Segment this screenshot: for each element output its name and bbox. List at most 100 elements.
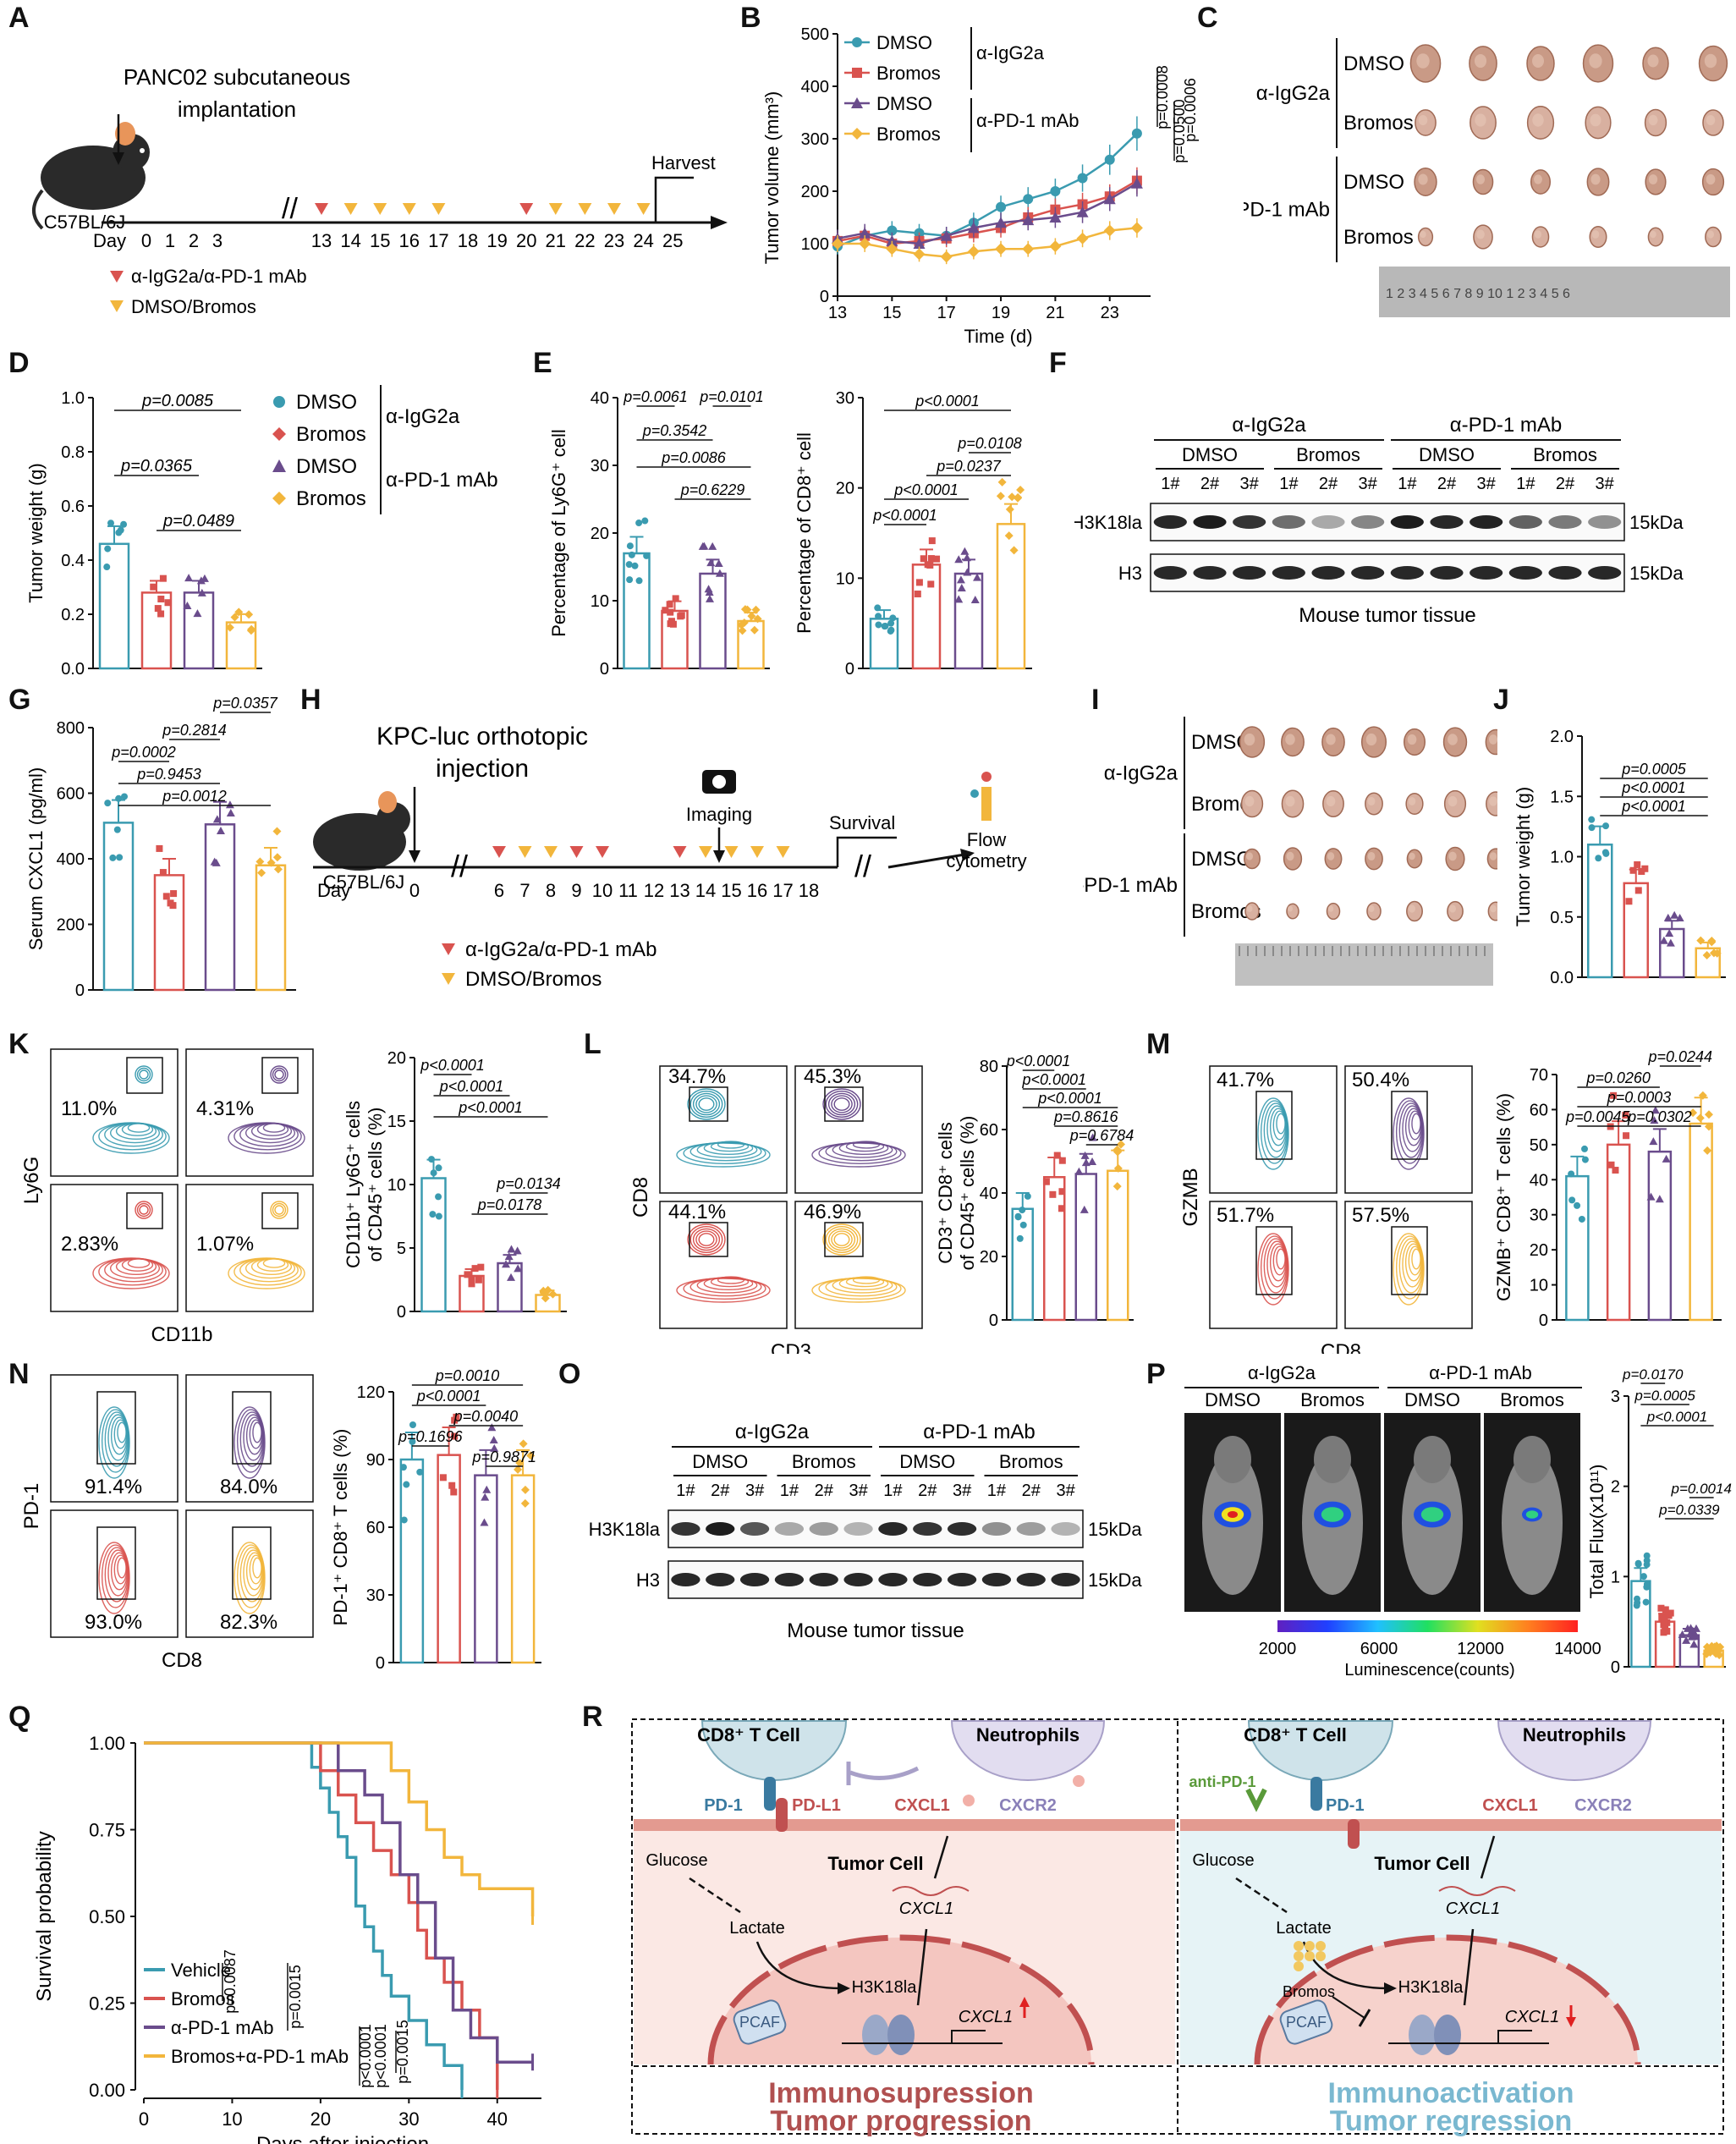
data-dot [1666, 938, 1675, 947]
y-tick-label: 20 [836, 480, 854, 498]
gate [824, 1222, 864, 1257]
left-outcome-1: Immunosupression [768, 2077, 1034, 2109]
pd1-receptor [1310, 1777, 1322, 1811]
data-dot [120, 520, 128, 528]
y-tick-label: 100 [801, 235, 829, 254]
group-label: α-PD-1 mAb [923, 1421, 1036, 1443]
legend-label: Bromos [296, 487, 366, 510]
data-dot [104, 545, 112, 552]
data-dot [914, 591, 921, 598]
p-value: p=0.0087 [222, 1949, 239, 2014]
p-value: p=0.0489 [162, 512, 234, 531]
data-dot [1634, 1560, 1642, 1568]
mouse-head [1214, 1436, 1251, 1483]
flow-contour [92, 1201, 170, 1289]
panel-label-k: K [8, 1028, 30, 1060]
mrna-wave [1438, 1886, 1516, 1896]
flow-plot-frame [50, 1184, 179, 1312]
tumor-highlight [1490, 904, 1497, 913]
group-label: α-PD-1 mAb [1083, 874, 1178, 897]
flow-icon-dot [970, 789, 979, 798]
contour-line [1404, 1108, 1423, 1146]
y-tick-label: 0 [397, 1303, 406, 1322]
contour-line [717, 1276, 745, 1284]
data-dot [750, 625, 759, 635]
data-dot [468, 1280, 475, 1288]
data-dot [1704, 1110, 1713, 1119]
data-dot [706, 558, 716, 567]
y-tick-label: 0.50 [89, 1906, 125, 1927]
data-dot [435, 1164, 442, 1172]
flow-y-axis-label: CD8 [629, 1177, 652, 1218]
blot-band [1470, 515, 1503, 529]
tumor-highlight [1244, 733, 1255, 746]
lane-label: 2# [815, 1482, 834, 1500]
lane-label: 2# [711, 1482, 730, 1500]
drug-marker [607, 203, 621, 215]
contour-line [136, 1067, 151, 1082]
blot-band [706, 1573, 735, 1586]
gate-percent: 44.1% [668, 1201, 726, 1223]
y-tick-label: 20 [591, 525, 609, 543]
treatment-marker [569, 846, 584, 858]
tumor-highlight [1326, 734, 1336, 745]
panel-a-day-tick: 18 [458, 230, 478, 251]
legend-marker [273, 396, 285, 408]
blot-band [913, 1522, 942, 1536]
cxcl1-particle [963, 1795, 975, 1806]
neutrophil-cell [950, 1720, 1106, 1781]
panel-a-day-tick: 1 [165, 230, 175, 251]
data-dot [1634, 887, 1642, 894]
data-dot [210, 857, 219, 866]
data-dot [428, 1156, 436, 1163]
data-dot [1024, 1192, 1031, 1200]
lactate-arrowhead [1384, 1982, 1397, 1994]
contour-line [831, 1095, 853, 1113]
data-dot [480, 1518, 489, 1526]
contour-line [110, 1552, 129, 1591]
y-axis-label: Tumor weight (g) [1513, 787, 1534, 926]
flow-contour [1257, 1233, 1289, 1306]
data-point [940, 250, 953, 263]
tumor-highlight [1448, 734, 1458, 745]
bar [399, 1458, 425, 1664]
tumor-highlight [1532, 113, 1544, 127]
panel-h-legend-drug: DMSO/Bromos [465, 968, 602, 991]
gate [1391, 1091, 1428, 1160]
panel-a-day-tick: 13 [311, 230, 332, 251]
bar [1695, 947, 1721, 979]
blot-strip [1150, 553, 1625, 592]
treatment-label: DMSO [899, 1451, 955, 1472]
treatment-label: Bromos [999, 1451, 1063, 1472]
bar [1107, 1169, 1129, 1322]
data-dot [970, 596, 980, 604]
data-dot [1662, 1606, 1669, 1613]
contour-line [252, 1421, 262, 1443]
panel-h-day-tick: 8 [546, 880, 556, 901]
y-axis-label: GZMB⁺ CD8⁺ T cells (%) [1493, 1093, 1514, 1301]
data-dot [1634, 860, 1641, 868]
lane-label: 3# [1477, 475, 1497, 493]
contour-line [695, 1095, 717, 1113]
data-dot [1080, 1205, 1089, 1213]
tumor-highlight [1407, 734, 1417, 745]
data-point [940, 229, 953, 241]
y-tick-label: 20 [980, 1248, 998, 1267]
panel-a-day-tick: 16 [399, 230, 420, 251]
tumor-highlight [1244, 795, 1255, 807]
flow-y-axis-label: GZMB [1179, 1168, 1202, 1226]
bar [1623, 882, 1649, 979]
data-dot [1638, 867, 1645, 875]
y-tick-label: 300 [801, 130, 829, 149]
contour-line [127, 1123, 151, 1133]
panel-a-day-tick: 15 [370, 230, 390, 251]
lane-label: 1# [1279, 475, 1299, 493]
tumor-highlight [1706, 114, 1716, 126]
data-dot [1058, 1205, 1065, 1212]
data-dot [667, 618, 675, 625]
y-axis-label: CD3⁺ CD8⁺ cells [935, 1122, 956, 1263]
treatment-label: DMSO [1182, 444, 1238, 465]
panel-a-day: Day [93, 230, 126, 251]
